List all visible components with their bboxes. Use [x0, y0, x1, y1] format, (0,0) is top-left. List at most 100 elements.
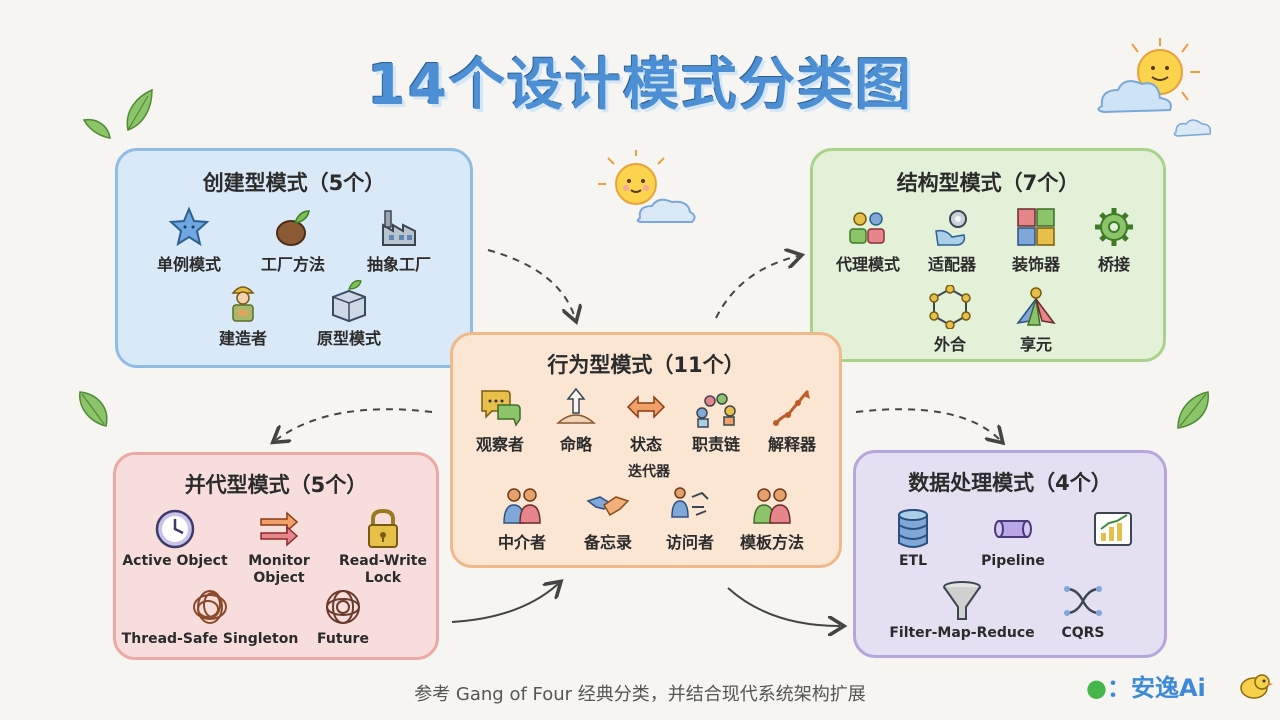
behavioral-panel: 行为型模式（11个） 观察者 命略 状态 职责链 解释器 迭代器 中介者 备忘录… [450, 332, 842, 568]
chart-icon [1094, 512, 1132, 546]
handshake-icon [586, 496, 630, 517]
brand-prefix: ： [1106, 674, 1131, 702]
brand: ●：安逸Ai [1086, 668, 1206, 703]
item-label: Filter-Map-Reduce [889, 625, 1035, 641]
leaf-icon [82, 88, 153, 139]
gear-icon [1095, 208, 1133, 246]
item-label: Future [317, 631, 369, 647]
arrow-behav-to-data-solid [727, 587, 840, 626]
double-arrow-icon [626, 395, 666, 419]
creational-panel: 创建型模式（5个） 单例模式 工厂方法 抽象工厂 建造者 原型模式 [115, 148, 473, 368]
pattern-strategy[interactable]: 命略 [521, 385, 631, 455]
creational-title: 创建型模式（5个） [202, 171, 386, 195]
item-label: 观察者 [475, 435, 524, 454]
arrows-icon [260, 511, 299, 547]
item-label: Thread-Safe Singleton [121, 631, 299, 647]
leaf-icon [79, 391, 108, 427]
arrow-behav-to-data [855, 408, 1000, 440]
footer-note: 参考 Gang of Four 经典分类，并结合现代系统架构扩展 [414, 684, 866, 705]
leaf-icon [1177, 391, 1209, 429]
item-label: 代理模式 [835, 255, 900, 274]
puzzle-icon [1017, 208, 1055, 246]
item-label: 状态 [629, 435, 662, 454]
pattern-singleton[interactable]: 单例模式 [134, 205, 244, 275]
item-label: 适配器 [927, 255, 976, 274]
item-label: 中介者 [497, 533, 546, 552]
pattern-mediator[interactable]: 中介者 [467, 483, 577, 553]
iterator-label: 迭代器 [628, 464, 670, 480]
structural-panel: 结构型模式（7个） 代理模式 适配器 装饰器 桥接 外合 享元 [810, 148, 1166, 362]
lock-icon [368, 508, 398, 548]
database-icon [898, 509, 928, 548]
pattern-memento[interactable]: 备忘录 [553, 483, 663, 553]
item-label: 享元 [1019, 335, 1052, 354]
item-label: 装饰器 [1011, 255, 1060, 274]
data-title: 数据处理模式（4个） [908, 471, 1112, 495]
item-label: 单例模式 [156, 255, 221, 274]
arrow-create-to-behav [487, 249, 575, 318]
star-icon [168, 206, 210, 247]
pattern-thread-safe-singleton[interactable]: Thread-Safe Singleton [120, 585, 300, 648]
thread-icon [193, 590, 227, 624]
pattern-cqrs[interactable]: CQRS [1028, 579, 1138, 642]
item-label: 访问者 [665, 533, 714, 552]
page-title: 14个设计模式分类图 [367, 53, 913, 118]
pattern-template-method[interactable]: 模板方法 [717, 483, 827, 553]
pattern-decorator[interactable]: 装饰器 [981, 205, 1091, 275]
item-label: ETL [898, 553, 928, 569]
arrow-up-icon [556, 387, 596, 424]
leaf-fan-icon [1016, 287, 1056, 326]
pattern-active-object[interactable]: Active Object [120, 507, 230, 570]
item-label: Monitor Object [248, 553, 310, 586]
item-label: 模板方法 [739, 533, 804, 552]
path-icon [773, 389, 810, 426]
split-icon [1064, 586, 1102, 616]
pipe-icon [994, 520, 1032, 538]
pattern-observer[interactable]: 观察者 [445, 385, 555, 455]
item-label: 职责链 [691, 435, 740, 454]
pattern-factory-method[interactable]: 工厂方法 [238, 205, 348, 275]
pattern-future[interactable]: Future [288, 585, 398, 648]
concurrency-title: 并代型模式（5个） [184, 473, 368, 497]
pattern-pipeline[interactable]: Pipeline [958, 507, 1068, 570]
pattern-visitor[interactable]: 访问者 [635, 483, 745, 553]
pattern-interpreter[interactable]: 解释器 [737, 385, 847, 455]
pattern-monitor-object[interactable]: Monitor Object [224, 507, 334, 587]
item-label: 建造者 [218, 329, 267, 348]
network-icon [929, 285, 971, 329]
box-icon [332, 280, 366, 323]
wechat-icon: ● [1086, 674, 1107, 702]
sun-cloud-icon [598, 150, 696, 223]
pattern-adapter[interactable]: 适配器 [897, 205, 1007, 275]
structural-title: 结构型模式（7个） [896, 171, 1080, 195]
sun-cloud-icon [1097, 38, 1212, 137]
tangle-icon [326, 590, 360, 624]
pattern-flyweight[interactable]: 享元 [981, 285, 1091, 355]
chat-icon [481, 390, 521, 427]
pattern-abstract-factory[interactable]: 抽象工厂 [344, 205, 454, 275]
item-label: 命略 [559, 435, 592, 454]
pattern-bridge[interactable]: 桥接 [1059, 205, 1169, 275]
pattern-chain[interactable]: 职责链 [661, 385, 771, 455]
item-label: Active Object [122, 553, 228, 569]
pattern-chart[interactable] [1058, 507, 1168, 553]
pattern-filter-map-reduce[interactable]: Filter-Map-Reduce [882, 579, 1042, 642]
visitor-icon [671, 487, 709, 518]
pattern-state[interactable]: 状态 [591, 385, 701, 455]
team-icon [753, 488, 791, 524]
chain-icon [696, 393, 736, 428]
pattern-builder[interactable]: 建造者 [188, 279, 298, 349]
pattern-etl[interactable]: ETL [858, 507, 968, 570]
arrow-behav-to-struct [715, 256, 798, 319]
pattern-prototype[interactable]: 原型模式 [294, 279, 404, 349]
item-label: 解释器 [767, 435, 816, 454]
arrow-behav-to-concur [276, 408, 433, 440]
item-label: 桥接 [1097, 255, 1130, 274]
funnel-icon [943, 581, 981, 620]
pattern-facade[interactable]: 外合 [895, 285, 1005, 355]
pattern-proxy[interactable]: 代理模式 [813, 205, 923, 275]
behavioral-title: 行为型模式（11个） [547, 353, 745, 377]
item-label: Pipeline [981, 553, 1045, 569]
pattern-read-write-lock[interactable]: Read-Write Lock [328, 507, 438, 587]
item-label: 原型模式 [316, 329, 381, 348]
